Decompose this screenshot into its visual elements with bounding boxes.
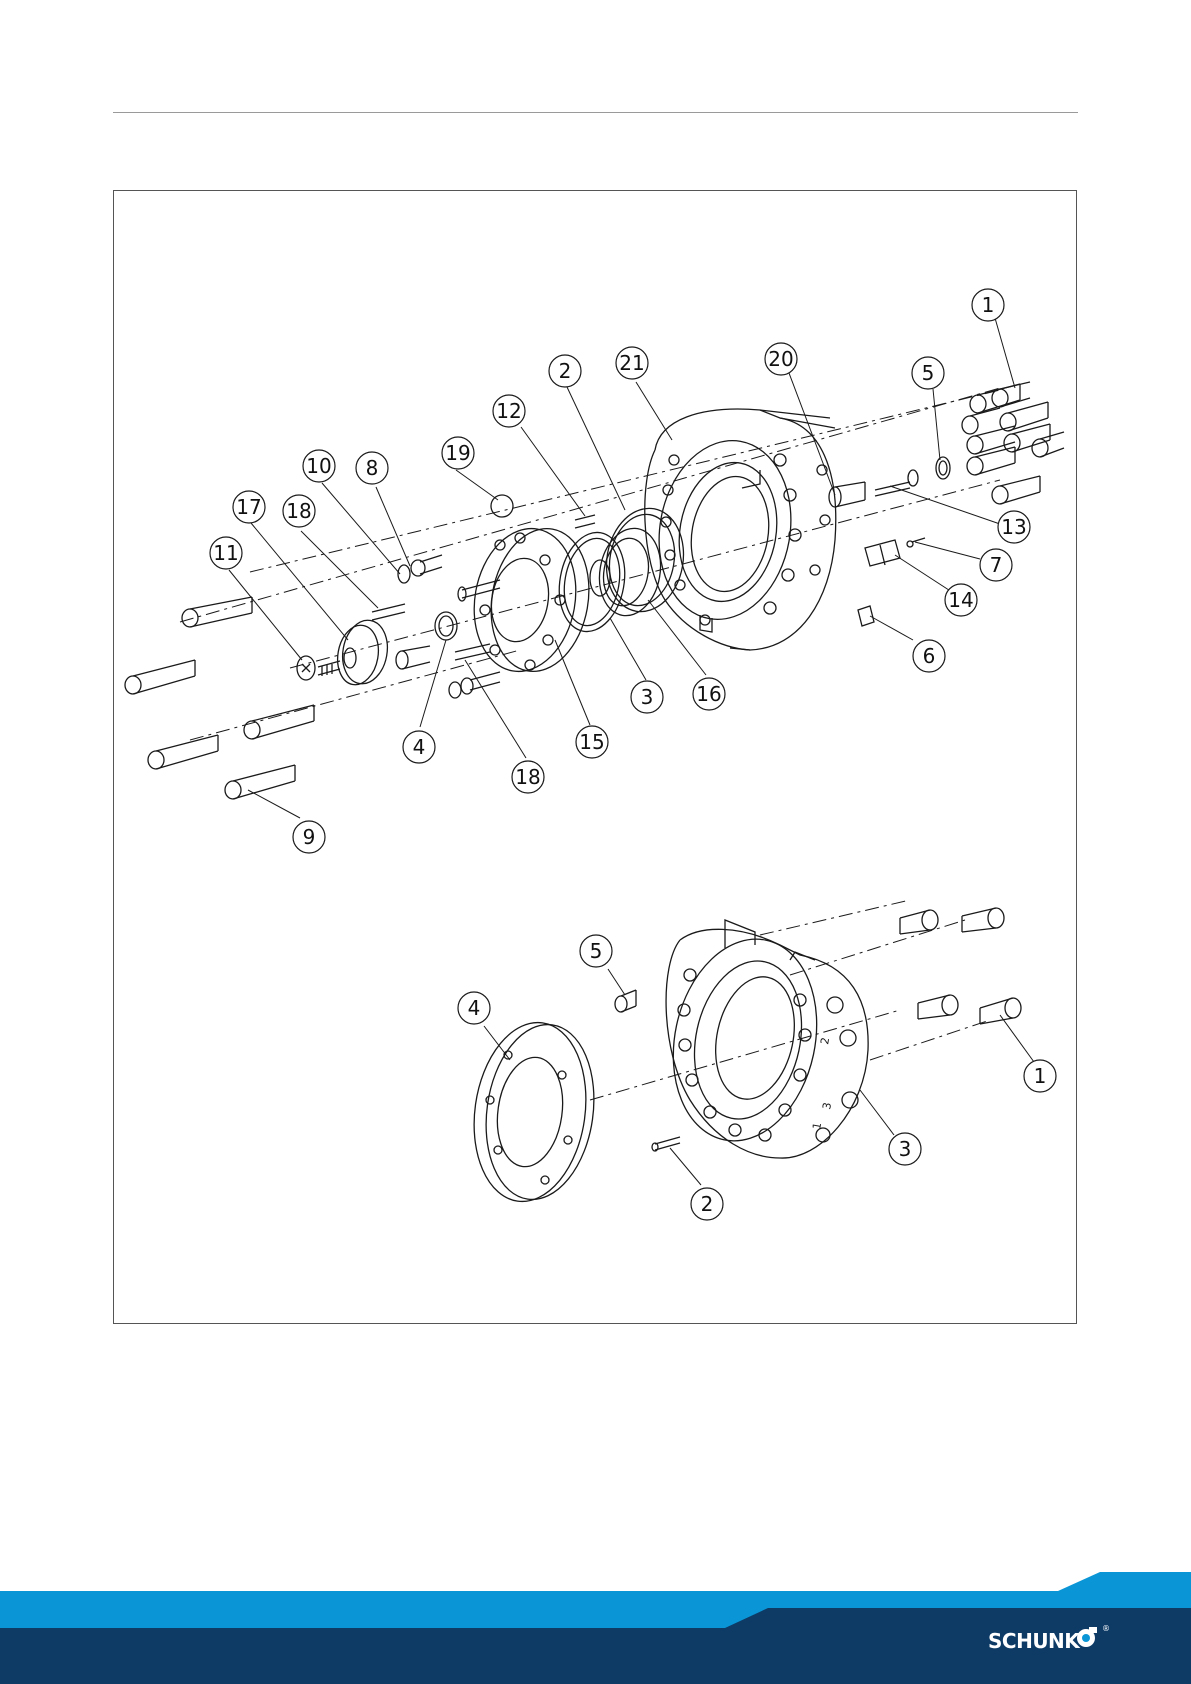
registered-mark: ® — [1102, 1624, 1110, 1633]
brand-gripper-icon — [1075, 1625, 1099, 1649]
brand-logo-text: SCHUNK — [988, 1629, 1079, 1653]
drawing-frame — [113, 190, 1077, 1324]
